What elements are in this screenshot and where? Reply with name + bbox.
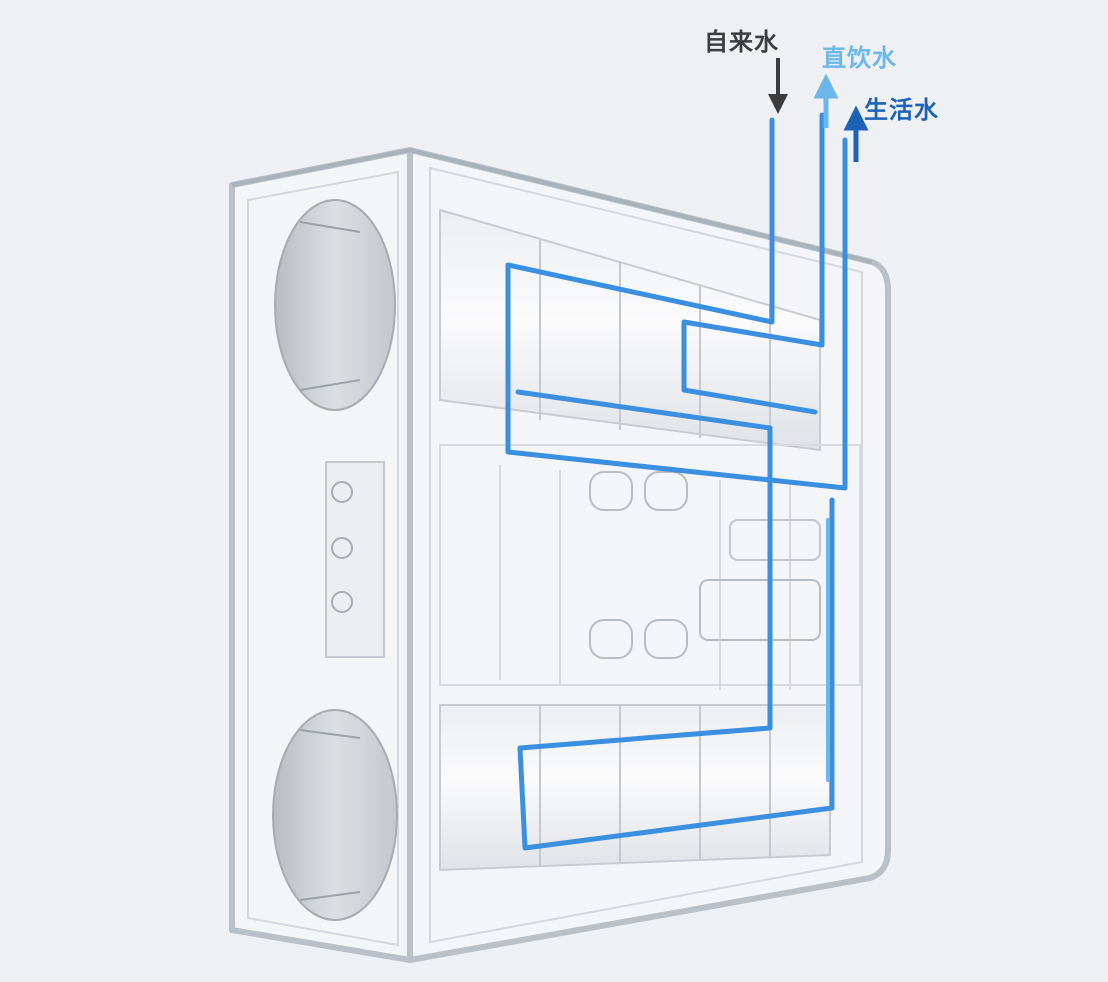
housing-top-edge [231, 147, 873, 264]
valve-4 [644, 619, 688, 659]
valve-2 [644, 471, 688, 511]
control-knob-2 [331, 537, 353, 559]
valve-block [699, 579, 821, 641]
lower-filter-cap [272, 709, 398, 921]
flow-arrows [768, 58, 869, 162]
control-knob-1 [331, 481, 353, 503]
water-flow-paths [505, 112, 848, 851]
tap-water-label: 自来水 [704, 28, 779, 56]
lower-filter-cartridge [272, 704, 831, 921]
control-plate [325, 461, 385, 658]
flow-loop-upper-inner [681, 112, 825, 415]
flow-loop-lower [517, 497, 835, 851]
upper-filter-cap [274, 199, 396, 411]
middle-manifold [325, 444, 861, 690]
flow-loop-middle [515, 389, 773, 751]
control-knob-3 [331, 591, 353, 613]
valve-1 [589, 471, 633, 511]
valve-3 [589, 619, 633, 659]
domestic-water-label: 生活水 [864, 96, 939, 124]
flow-loop-upper-outer [505, 117, 848, 491]
direct-drinking-water-label: 直饮水 [822, 44, 897, 72]
